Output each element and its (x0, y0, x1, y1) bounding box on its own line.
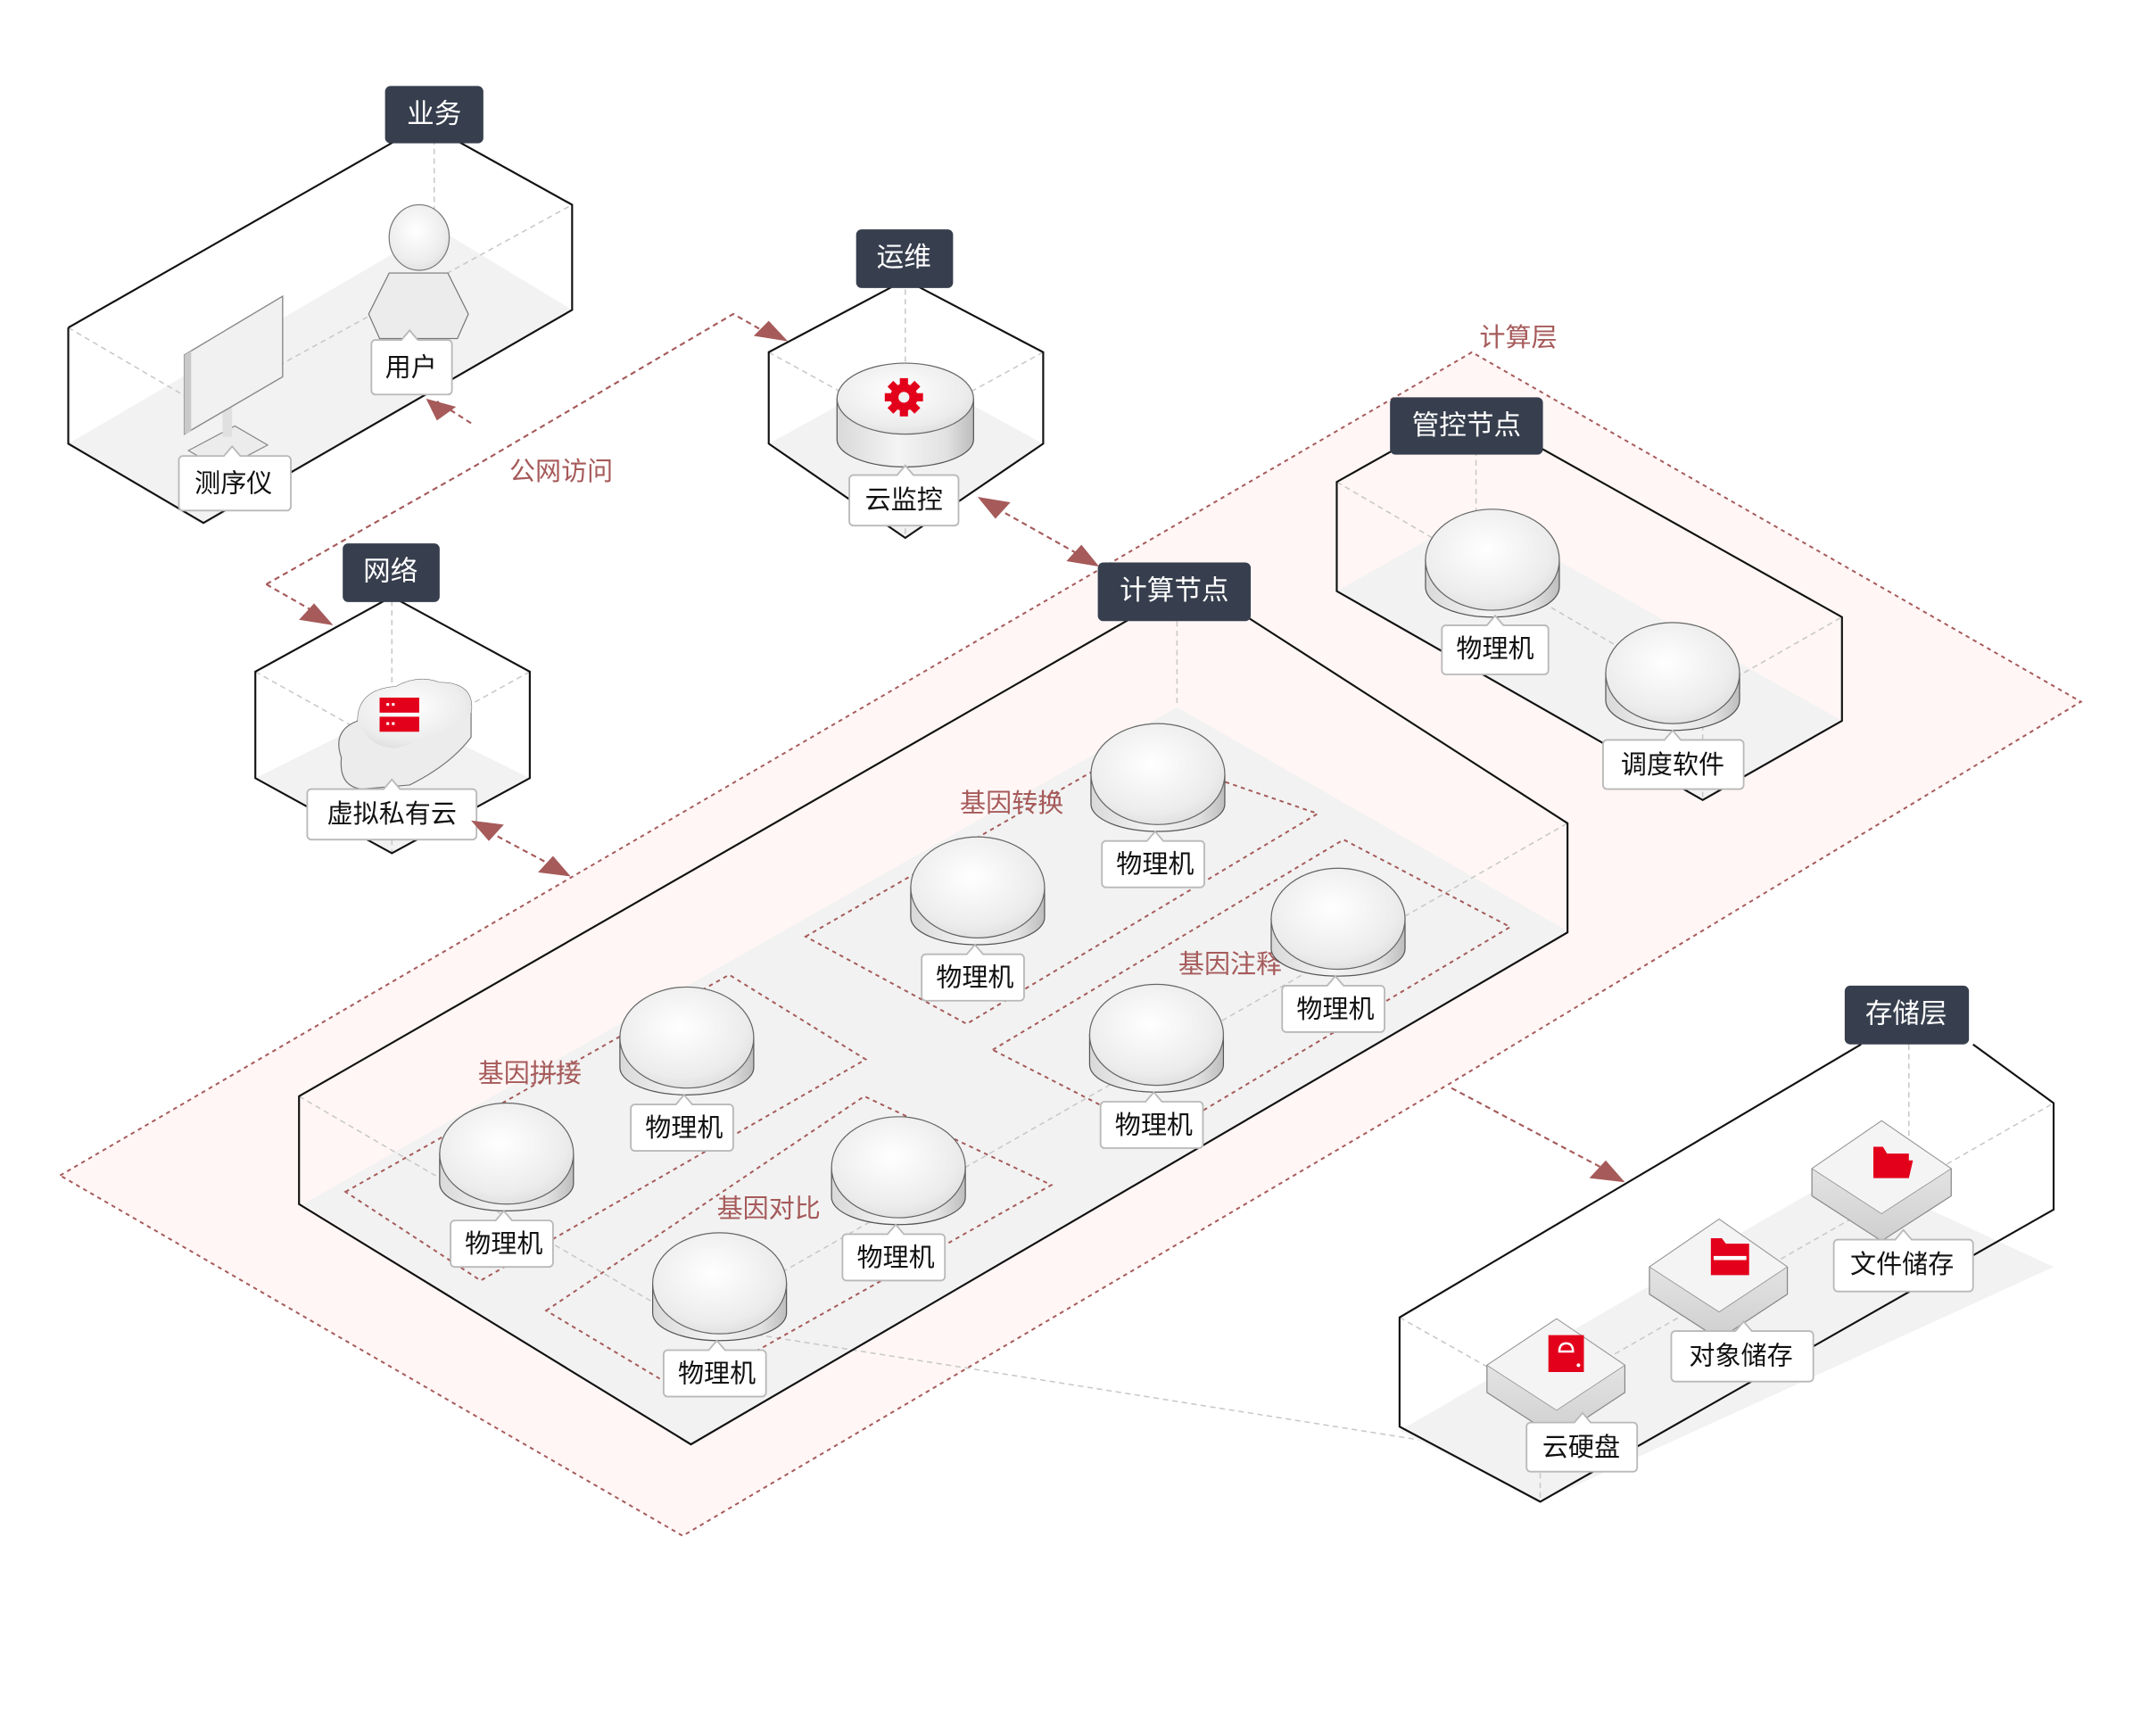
cloud-disk-icon (1548, 1335, 1584, 1372)
item-label-file-storage[interactable]: 文件储存 (1832, 1228, 1974, 1293)
svg-text:物理机: 物理机 (1116, 849, 1194, 880)
physical-server (619, 986, 755, 1095)
flow-compute-storage (1451, 1087, 1612, 1174)
subgroup-label-gene-conversion: 基因转换 (960, 788, 1063, 818)
subgroup-label-gene-comparison: 基因对比 (717, 1193, 821, 1223)
svg-text:物理机: 物理机 (856, 1242, 934, 1272)
svg-text:用户: 用户 (385, 352, 437, 383)
item-label-control-physical[interactable]: 物理机 (1441, 614, 1550, 675)
svg-text:虚拟私有云: 虚拟私有云 (327, 798, 457, 829)
item-label-physical-server[interactable]: 物理机 (921, 943, 1025, 1002)
subgroup-label-gene-annotation: 基因注释 (1178, 948, 1282, 979)
arrow-to-ops (753, 320, 789, 342)
item-label-cloud-disk[interactable]: 云硬盘 (1525, 1411, 1639, 1473)
cloud-disk-device (1486, 1318, 1626, 1439)
item-label-physical-server[interactable]: 物理机 (662, 1339, 767, 1398)
subgroup-gene-splicing (343, 973, 868, 1282)
gear-icon (884, 377, 923, 417)
control-node-header: 管控节点 (1390, 397, 1543, 455)
item-label-object-storage[interactable]: 对象储存 (1670, 1319, 1814, 1383)
svg-text:物理机: 物理机 (1115, 1110, 1193, 1140)
item-label-vpc[interactable]: 虚拟私有云 (306, 778, 478, 841)
svg-text:管控节点: 管控节点 (1412, 410, 1521, 442)
public-access-label: 公网访问 (509, 456, 613, 486)
item-label-cloud-monitor[interactable]: 云监控 (848, 464, 960, 527)
storage-box: 存储层 云硬盘 对象储存 文件储存 (1398, 985, 2055, 1503)
physical-server (910, 836, 1046, 946)
item-label-physical-server[interactable]: 物理机 (841, 1223, 947, 1282)
svg-text:业务: 业务 (407, 99, 461, 130)
item-label-physical-server[interactable]: 物理机 (1101, 830, 1205, 889)
svg-text:网络: 网络 (363, 557, 417, 588)
control-node-box: 管控节点 物理机 调度软件 (1335, 397, 1843, 802)
open-folder-icon (1873, 1146, 1914, 1178)
server-icon (379, 698, 419, 732)
svg-text:计算节点: 计算节点 (1120, 575, 1228, 607)
arrow-to-network (299, 603, 334, 625)
physical-server (1270, 867, 1406, 977)
item-label-physical-server[interactable]: 物理机 (450, 1209, 554, 1269)
control-physical-server (1425, 508, 1560, 618)
user-icon (368, 203, 469, 340)
business-header: 业务 (384, 86, 484, 144)
physical-server (652, 1232, 788, 1342)
ops-box: 运维 云监控 (767, 229, 1045, 540)
svg-text:物理机: 物理机 (936, 963, 1013, 993)
item-label-scheduler[interactable]: 调度软件 (1602, 729, 1745, 790)
compute-node-header: 计算节点 (1097, 562, 1252, 622)
physical-server (831, 1116, 966, 1226)
svg-text:调度软件: 调度软件 (1621, 749, 1724, 780)
subgroup-gene-conversion (804, 748, 1320, 1025)
svg-text:文件储存: 文件储存 (1850, 1249, 1954, 1279)
svg-text:测序仪: 测序仪 (194, 468, 272, 499)
compute-layer-label: 计算层 (1479, 322, 1557, 352)
svg-text:物理机: 物理机 (465, 1228, 542, 1259)
svg-text:运维: 运维 (877, 243, 931, 274)
svg-text:物理机: 物理机 (645, 1112, 723, 1143)
flow-ops-compute (988, 502, 1089, 561)
compute-node-box: 基因转换 基因注释 基因拼接 基因对比 物理机物理机物理机物理机物理机物理机物理… (298, 562, 1569, 1446)
subgroup-label-gene-splicing: 基因拼接 (478, 1058, 582, 1088)
flow-connections: 公网访问 (265, 312, 1625, 1183)
business-box: 业务 测序仪 用户 (67, 86, 574, 526)
network-box: 网络 虚拟私有云 (254, 543, 531, 855)
item-label-physical-server[interactable]: 物理机 (1281, 974, 1385, 1033)
vpc-cloud-device (338, 678, 473, 790)
physical-server (439, 1102, 575, 1211)
svg-text:存储层: 存储层 (1865, 999, 1947, 1030)
flow-public-trunk (265, 312, 765, 585)
svg-text:物理机: 物理机 (678, 1359, 756, 1389)
cloud-monitor-device (836, 362, 974, 467)
svg-text:对象储存: 对象储存 (1689, 1341, 1792, 1371)
folder-icon (1710, 1238, 1749, 1276)
item-label-physical-server[interactable]: 物理机 (1099, 1090, 1204, 1149)
svg-text:云监控: 云监控 (865, 484, 943, 515)
item-label-user[interactable]: 用户 (370, 328, 453, 396)
item-label-physical-server[interactable]: 物理机 (630, 1093, 734, 1152)
physical-server (1088, 983, 1225, 1093)
item-label-sequencer[interactable]: 测序仪 (178, 445, 292, 512)
svg-text:物理机: 物理机 (1456, 633, 1533, 664)
file-storage-device (1811, 1120, 1953, 1242)
network-header: 网络 (343, 543, 440, 602)
storage-header: 存储层 (1844, 985, 1970, 1045)
scheduler-server (1605, 622, 1740, 732)
ops-header: 运维 (856, 229, 954, 288)
svg-text:云硬盘: 云硬盘 (1542, 1432, 1620, 1462)
object-storage-device (1649, 1218, 1789, 1340)
physical-server (1090, 723, 1226, 832)
arrow-to-user (426, 398, 457, 421)
subgroup-gene-comparison (544, 1095, 1054, 1394)
svg-text:物理机: 物理机 (1296, 994, 1374, 1024)
flow-public-to-network (265, 583, 315, 613)
